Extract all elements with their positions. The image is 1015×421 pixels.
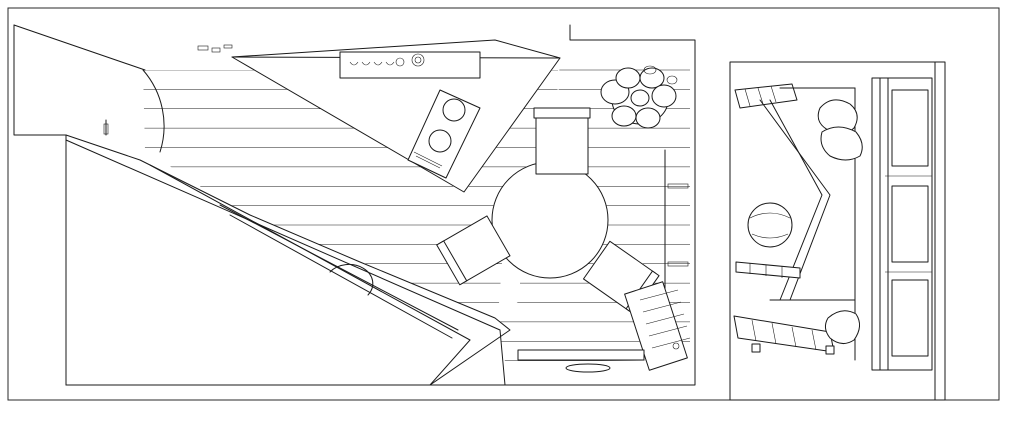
chair	[533, 107, 591, 175]
pillow	[817, 99, 858, 134]
right-room	[729, 61, 946, 401]
shelf	[734, 83, 798, 109]
slope-line-4	[229, 214, 453, 339]
slope-niche-arc	[329, 263, 374, 296]
left-room	[13, 24, 696, 386]
floor-mat	[565, 363, 611, 373]
sloped-ceiling-band	[65, 134, 511, 386]
drawing-frame	[7, 7, 1000, 401]
potted-plant	[600, 65, 678, 129]
slope-line-3	[219, 204, 459, 331]
slope-line-5	[429, 339, 471, 386]
door-handle	[103, 123, 109, 135]
floor-grille	[517, 349, 645, 361]
shelf	[735, 261, 801, 279]
left-wall-inner	[13, 24, 146, 71]
slope-line-6	[499, 329, 506, 386]
wall-fixture-1	[197, 45, 209, 51]
round-table	[491, 161, 609, 279]
ball	[747, 202, 793, 248]
pillow	[824, 310, 860, 344]
cooktop	[407, 89, 481, 179]
dormer-wall-inner	[769, 99, 823, 301]
slope-line-1	[65, 139, 501, 331]
burner	[442, 98, 466, 122]
chair	[436, 215, 511, 286]
wall-fixture-3	[223, 44, 233, 49]
dish-set	[349, 53, 425, 67]
wall-vent	[667, 183, 689, 189]
window-pane	[891, 185, 929, 263]
counter-shelf	[339, 51, 481, 79]
window	[871, 77, 933, 371]
right-room-walls	[729, 61, 946, 401]
door-swing-arc	[142, 69, 165, 153]
dormer-wall	[759, 99, 831, 301]
shelf	[733, 315, 835, 355]
pillow	[820, 126, 863, 161]
wall-vent	[667, 261, 689, 267]
burner	[428, 129, 452, 153]
window-pane	[891, 89, 929, 167]
wall-fixture-2	[211, 47, 221, 53]
window-pane	[891, 279, 929, 357]
radiator	[624, 281, 691, 371]
